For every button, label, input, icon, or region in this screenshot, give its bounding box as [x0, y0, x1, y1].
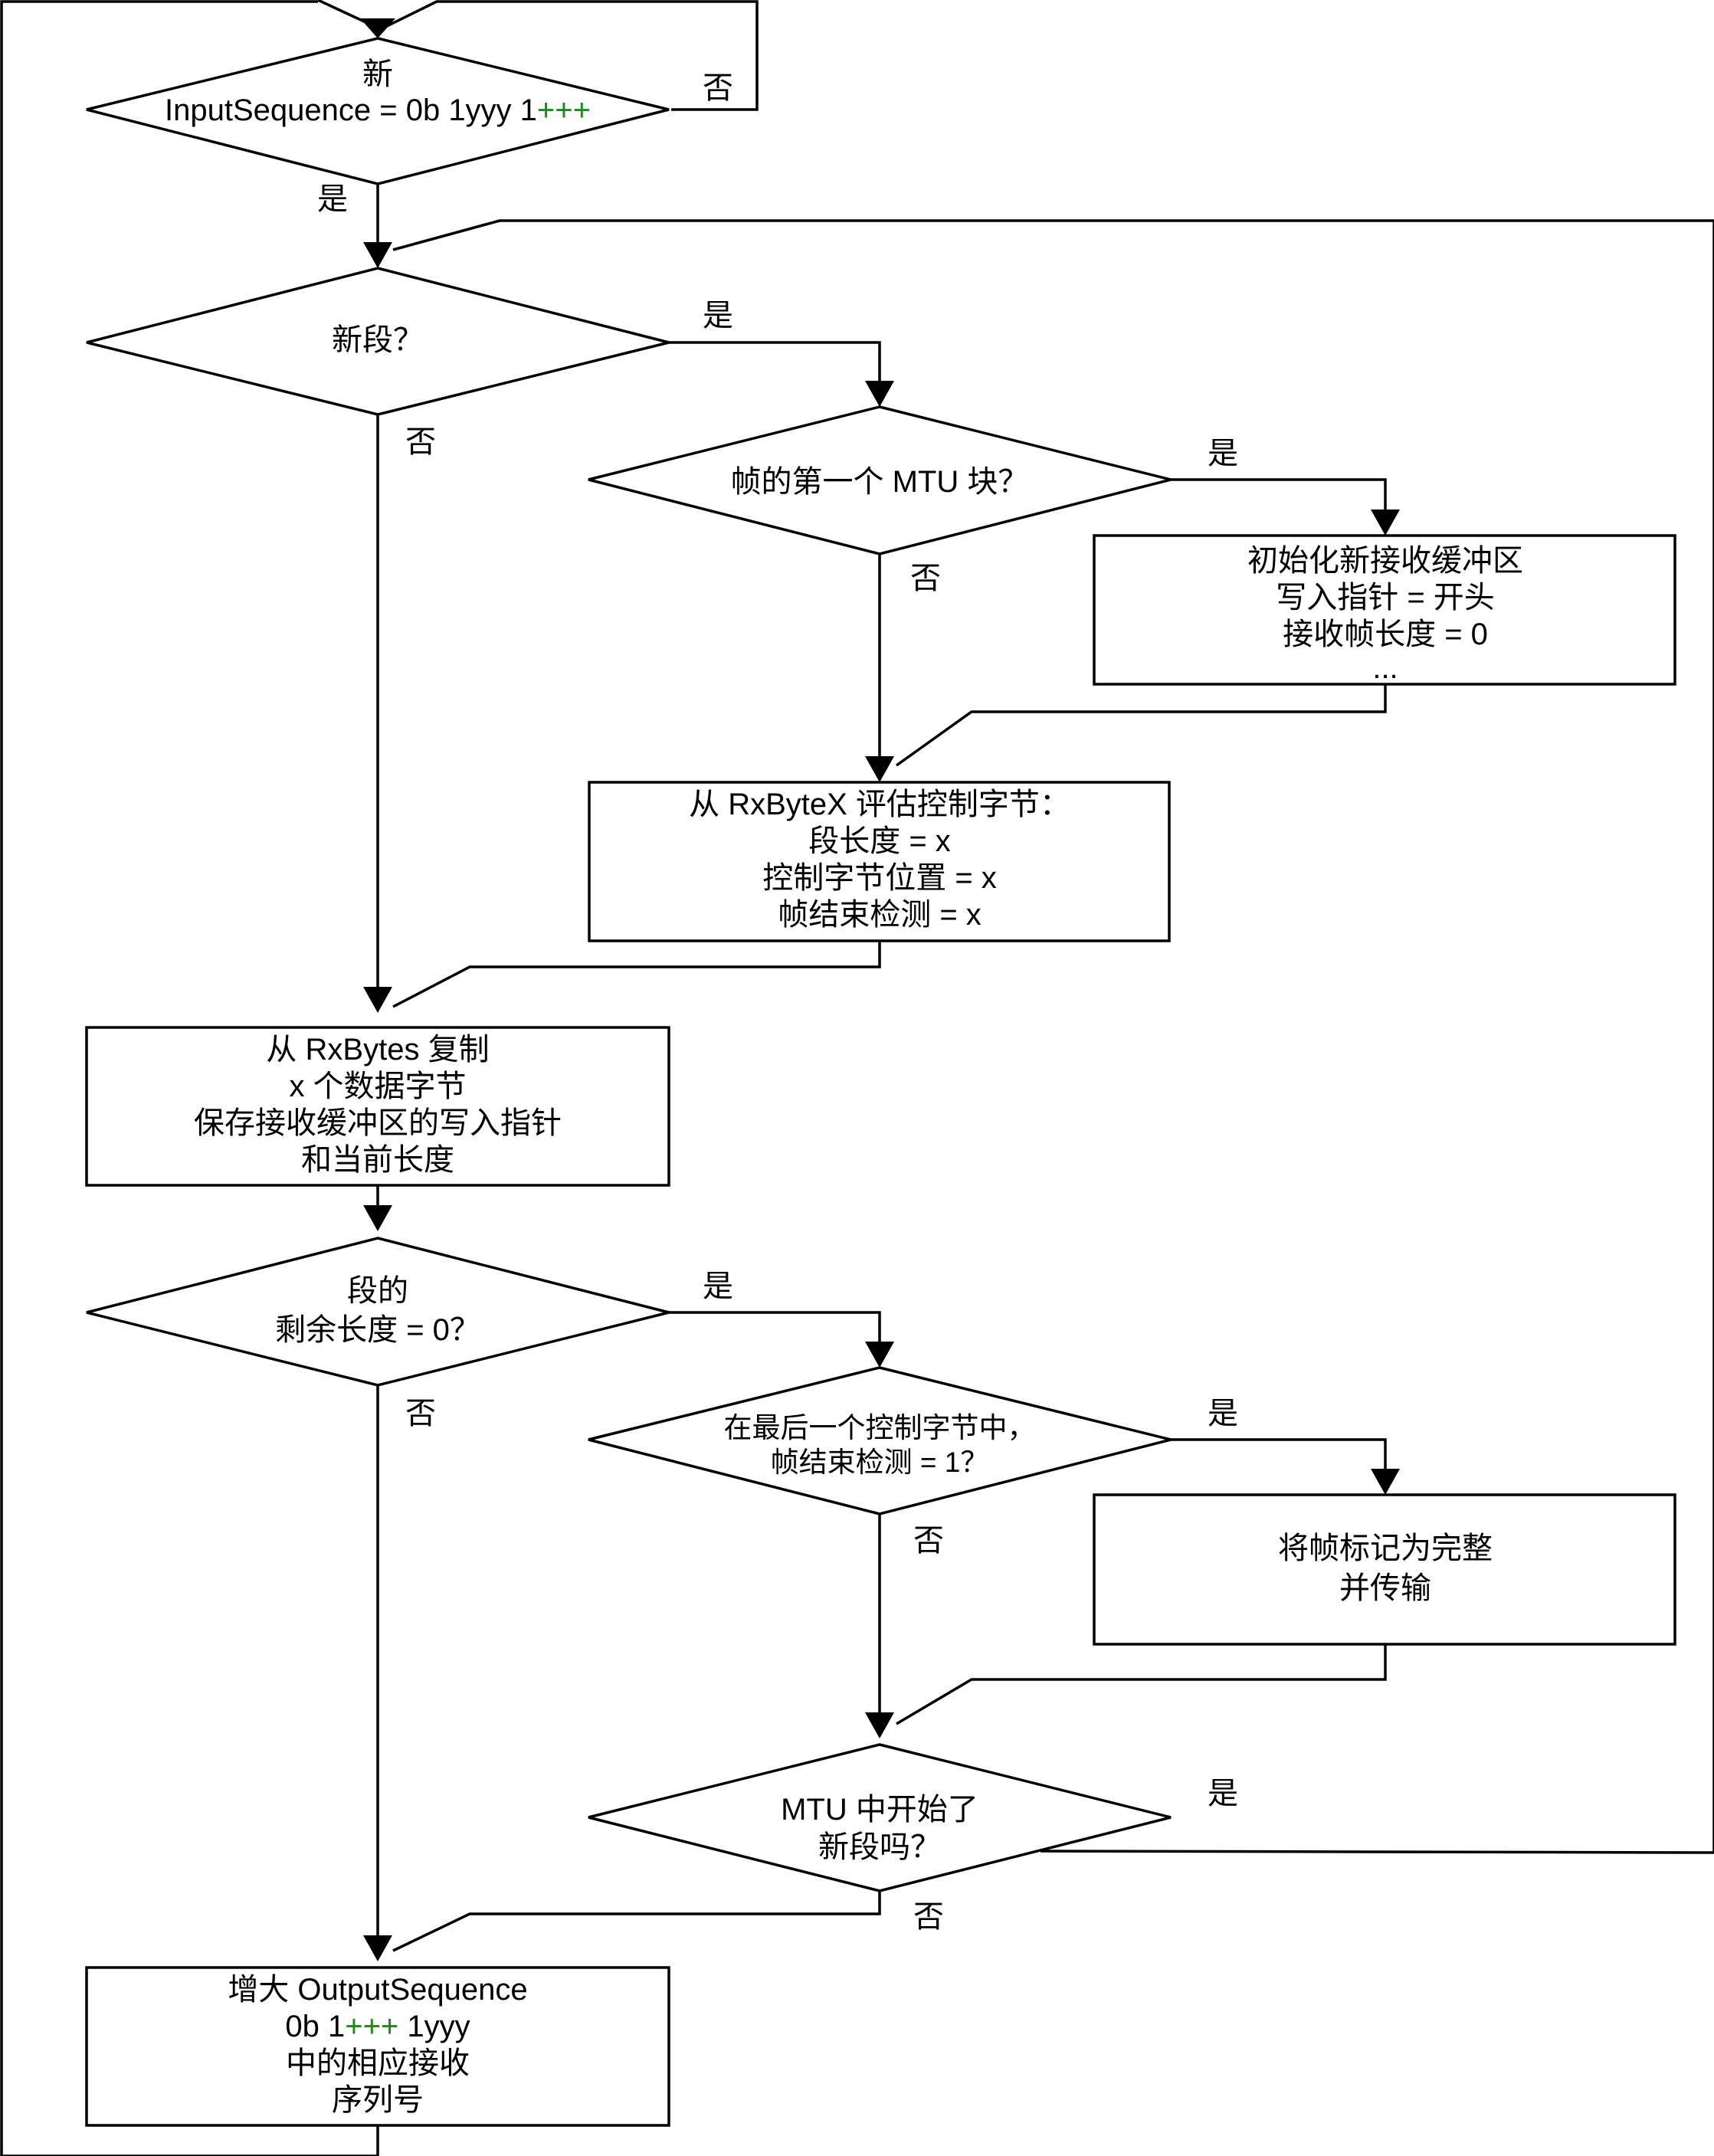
edge-lastctrl-yes [1171, 1438, 1387, 1476]
label-mtu-no: 否 [913, 1900, 944, 1934]
arrowhead-lastctrl [865, 1342, 894, 1368]
label-input-yes: 是 [317, 182, 348, 216]
arrowhead-init [1371, 510, 1400, 536]
eval-ctrl-line-1: 从 RxByteX 评估控制字节： [689, 788, 1070, 821]
edge-init-to-eval [895, 684, 1387, 767]
edge-labels: 否 是 是 否 是 否 是 否 是 否 是 否 [317, 71, 1238, 1934]
arrowheads [360, 18, 1400, 1961]
eval-ctrl-line-4: 帧结束检测 = x [778, 898, 982, 932]
arrowhead-mtu [865, 1712, 894, 1738]
shapes [85, 37, 1676, 2127]
last-ctrl-line-1: 在最后一个控制字节中， [724, 1412, 1036, 1443]
input-check-line-1: 新 [362, 57, 393, 91]
label-input-no: 否 [703, 71, 733, 105]
copy-data-line-3: 保存接收缓冲区的写入指针 [194, 1106, 562, 1140]
label-mtu-yes: 是 [1208, 1777, 1238, 1810]
label-newseg-yes: 是 [703, 299, 733, 333]
label-firstmtu-no: 否 [910, 562, 941, 595]
increase-output-line-4: 序列号 [332, 2083, 424, 2117]
decision-first-mtu [588, 405, 1172, 555]
process-eval-control-byte [588, 781, 1171, 942]
edge-newseg-yes [669, 341, 881, 388]
increase-output-highlight: +++ [345, 2010, 398, 2043]
segment-remaining-line-1: 段的 [347, 1274, 408, 1308]
mark-complete-line-2: 并传输 [1339, 1571, 1431, 1605]
copy-data-line-4: 和当前长度 [301, 1143, 454, 1177]
eval-ctrl-line-3: 控制字节位置 = x [762, 861, 997, 895]
process-mark-complete [1093, 1493, 1676, 1646]
segment-remaining-line-2: 剩余长度 = 0？ [275, 1313, 480, 1347]
init-buffer-line-1: 初始化新接收缓冲区 [1247, 544, 1523, 578]
process-init-buffer [1093, 534, 1676, 686]
eval-ctrl-line-2: 段长度 = x [808, 824, 951, 858]
label-firstmtu-yes: 是 [1208, 437, 1238, 470]
last-ctrl-line-2: 帧结束检测 = 1？ [771, 1447, 989, 1478]
edge-firstmtu-yes [1171, 478, 1387, 517]
edge-remaining-yes [669, 1311, 881, 1349]
arrowhead-input [360, 18, 395, 38]
edge-input-no-loop [386, 0, 759, 111]
input-check-line-2: InputSequence = 0b 1yyy 1+++ [165, 93, 591, 127]
init-buffer-line-4: ... [1372, 651, 1398, 685]
first-mtu-line-1: 帧的第一个 MTU 块？ [731, 465, 1029, 499]
decision-segment-remaining [86, 1237, 670, 1387]
process-increase-output [85, 1966, 670, 2127]
arrowhead-copy [363, 987, 392, 1013]
init-buffer-line-3: 接收帧长度 = 0 [1283, 618, 1488, 651]
copy-data-line-2: x 个数据字节 [289, 1070, 466, 1103]
arrowhead-eval [865, 756, 894, 782]
increase-output-line-2: 0b 1+++ 1yyy [285, 2010, 470, 2043]
input-check-highlight: +++ [537, 93, 591, 127]
decision-last-control-byte [588, 1366, 1172, 1515]
init-buffer-line-2: 写入指针 = 开头 [1276, 581, 1495, 614]
edge-mtu-yes-loop [392, 219, 1714, 1854]
decision-input-sequence [86, 37, 670, 185]
mtu-new-segment-line-1: MTU 中开始了 [781, 1793, 978, 1827]
increase-output-line-1: 增大 OutputSequence [228, 1973, 527, 2007]
decision-new-segment [86, 267, 670, 416]
process-copy-data [85, 1026, 670, 1187]
arrowhead-remaining [363, 1205, 392, 1231]
increase-output-line-3: 中的相应接收 [286, 2046, 470, 2080]
arrowhead-newseg [363, 242, 392, 268]
arrowhead-increase [363, 1935, 392, 1961]
copy-data-line-1: 从 RxBytes 复制 [266, 1033, 489, 1067]
label-lastctrl-yes: 是 [1208, 1397, 1238, 1430]
label-lastctrl-no: 否 [913, 1524, 944, 1558]
decision-mtu-new-segment [588, 1743, 1172, 1892]
label-newseg-no: 否 [405, 425, 436, 459]
mark-complete-line-1: 将帧标记为完整 [1278, 1532, 1493, 1565]
arrowhead-mark [1371, 1469, 1400, 1495]
new-segment-line-1: 新段？ [332, 323, 424, 357]
label-remaining-yes: 是 [703, 1270, 733, 1303]
node-texts: 新 InputSequence = 0b 1yyy 1+++ 新段？ 帧的第一个… [165, 57, 1523, 2117]
edge-eval-to-copy [392, 941, 881, 1008]
edge-mark-to-mtu [896, 1644, 1387, 1725]
edge-mtu-no [392, 1891, 881, 1952]
edge-increase-loop [0, 0, 379, 2156]
label-remaining-no: 否 [405, 1397, 436, 1430]
mtu-new-segment-line-2: 新段吗？ [818, 1830, 941, 1864]
arrowhead-firstmtu [865, 381, 894, 407]
